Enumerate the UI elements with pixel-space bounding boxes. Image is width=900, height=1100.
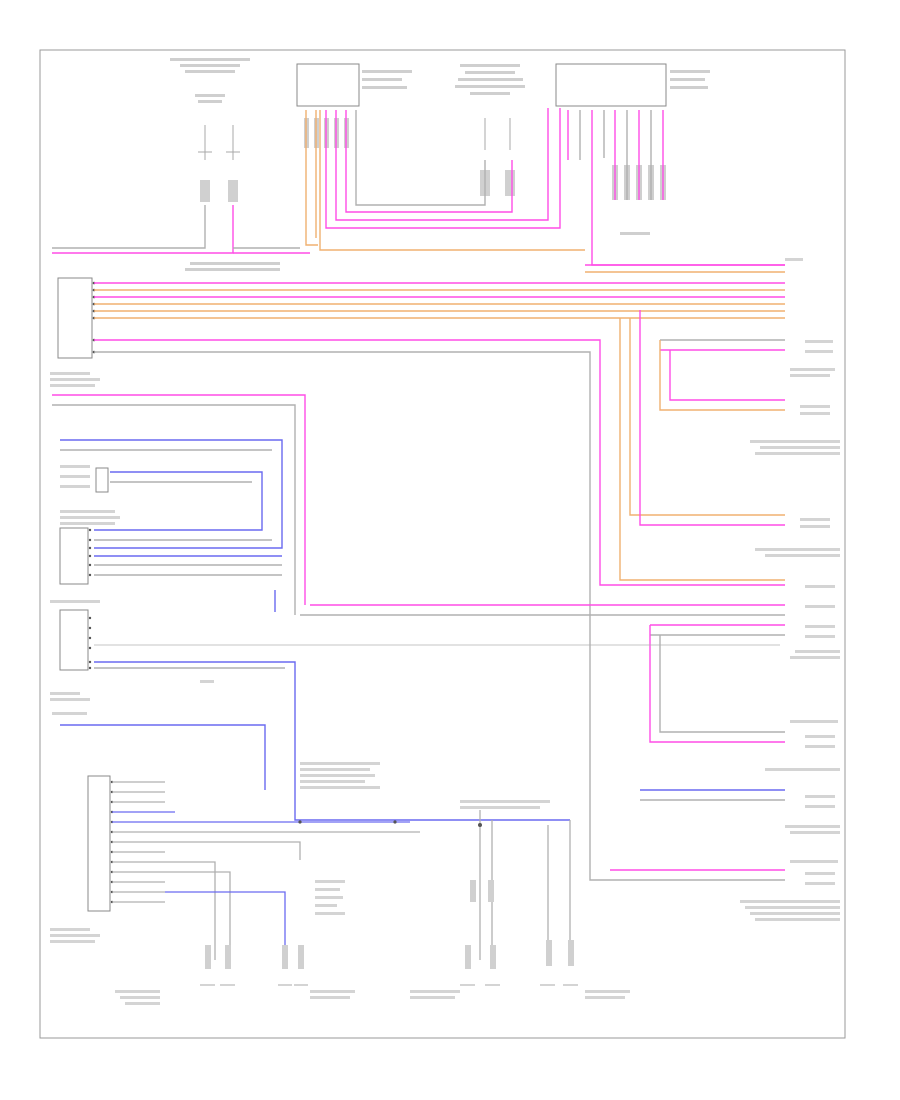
splice-area bbox=[298, 762, 571, 960]
left-connector-2 bbox=[59, 527, 92, 585]
top-connector-1 bbox=[296, 63, 412, 148]
top-middle-sensor bbox=[455, 64, 525, 196]
top-left-sensor bbox=[170, 58, 250, 202]
main-bus bbox=[94, 264, 785, 881]
right-label-blocks bbox=[740, 258, 840, 921]
left-label-4 bbox=[50, 692, 266, 790]
top-right-connector bbox=[555, 63, 710, 235]
left-main-connector bbox=[57, 262, 280, 359]
right-branches bbox=[300, 310, 785, 871]
bottom-left-wiring bbox=[112, 781, 420, 960]
connector-3-wiring bbox=[94, 644, 780, 821]
bottom-sensors bbox=[115, 880, 630, 1005]
left-connector-3 bbox=[50, 600, 100, 671]
top-wiring bbox=[52, 108, 785, 266]
bottom-left-connector bbox=[50, 775, 114, 943]
diagram-frame bbox=[39, 49, 846, 1039]
small-connector-1 bbox=[60, 465, 120, 525]
left-middle-section bbox=[50, 372, 306, 615]
